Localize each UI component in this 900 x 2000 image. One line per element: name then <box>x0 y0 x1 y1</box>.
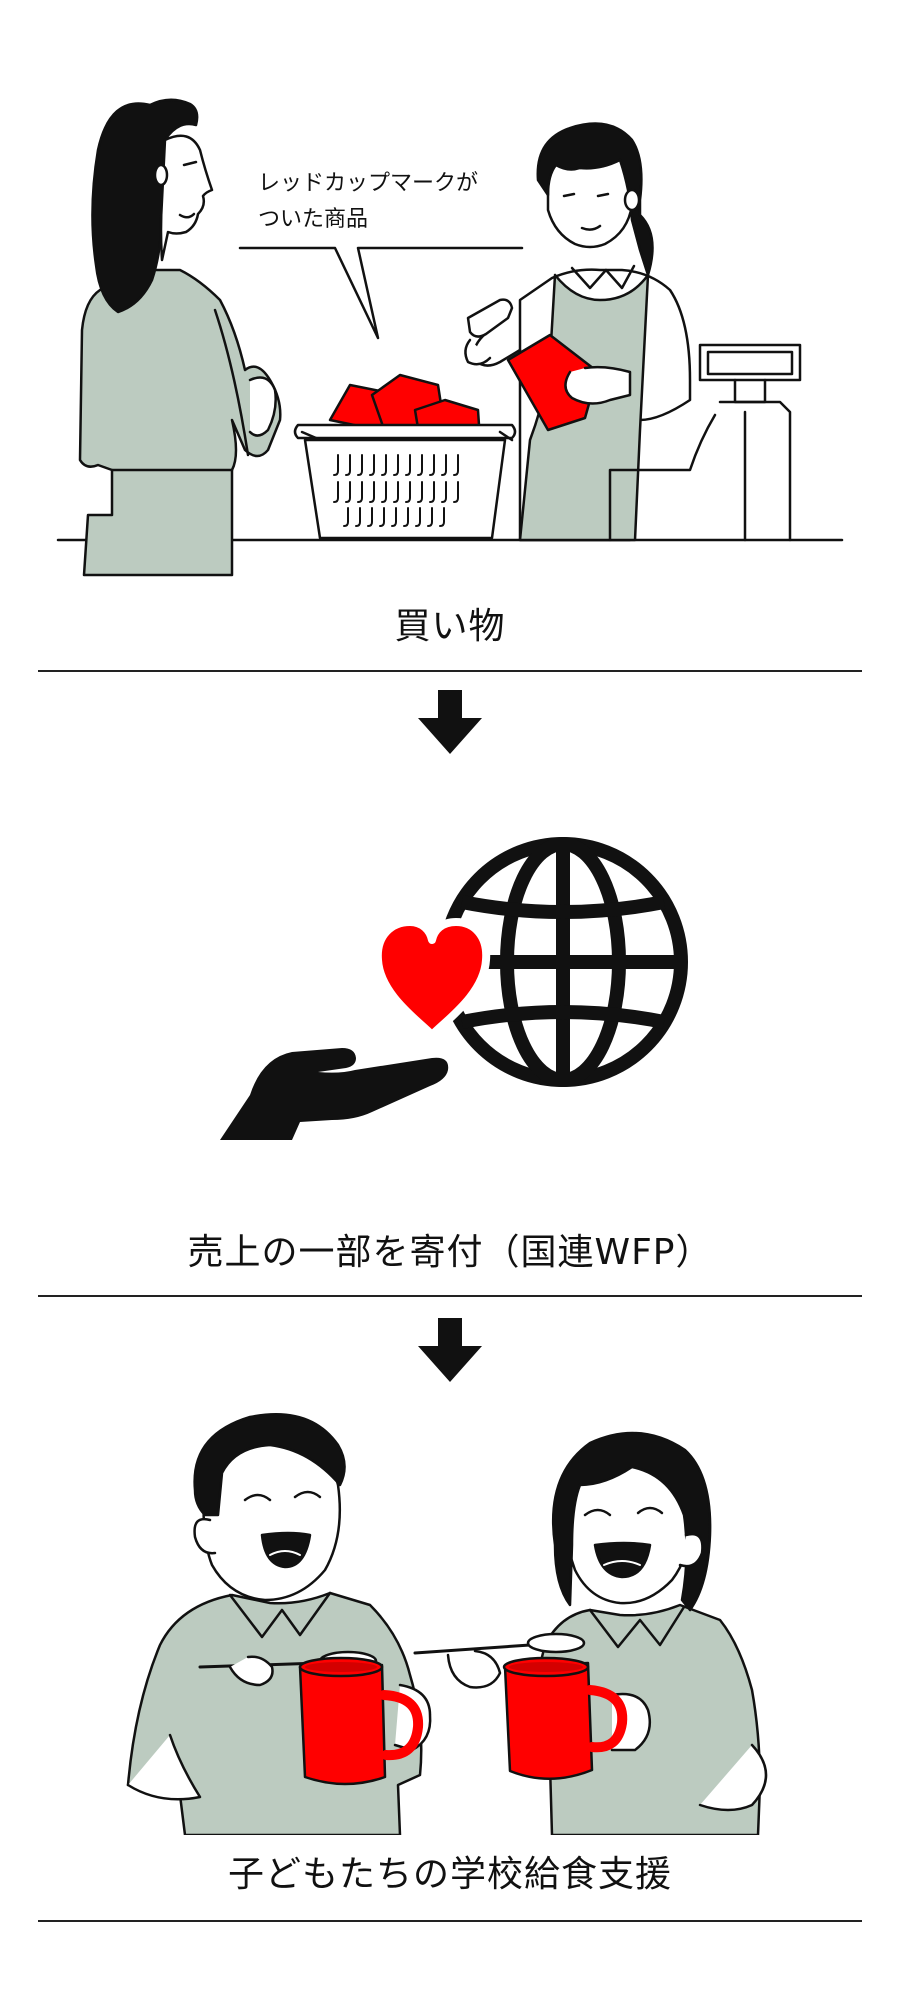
shopping-basket <box>293 373 517 540</box>
speech-text-line1: レッドカップマークが <box>258 171 478 196</box>
step1-caption: 買い物 <box>394 606 506 647</box>
step2-caption: 売上の一部を寄付（国連WFP） <box>187 1232 713 1273</box>
step-donation: 売上の一部を寄付（国連WFP） <box>0 790 900 1295</box>
divider-3 <box>38 1920 862 1922</box>
cash-register <box>608 343 802 542</box>
customer-figure <box>78 98 282 577</box>
children-illustration <box>126 1413 768 1835</box>
divider-1 <box>38 670 862 672</box>
step-school-meals: 子どもたちの学校給食支援 <box>0 1405 900 1935</box>
shopping-illustration: レッドカップマークが ついた商品 <box>56 98 844 577</box>
speech-bubble <box>238 246 524 340</box>
divider-2 <box>38 1295 862 1297</box>
girl-figure <box>413 1431 768 1835</box>
arrow-down-icon <box>418 690 482 754</box>
cashier-figure <box>464 122 692 542</box>
arrow-down-icon <box>418 1318 482 1382</box>
heart-icon <box>373 918 491 1039</box>
hand-icon <box>220 1048 449 1140</box>
red-mug-icon <box>298 1656 424 1786</box>
step3-caption: 子どもたちの学校給食支援 <box>227 1854 672 1895</box>
step-shopping: レッドカップマークが ついた商品 買い物 <box>0 0 900 672</box>
red-mug-icon <box>502 1656 628 1780</box>
donation-illustration <box>220 837 688 1140</box>
speech-text-line2: ついた商品 <box>258 207 368 232</box>
boy-figure <box>126 1413 432 1835</box>
